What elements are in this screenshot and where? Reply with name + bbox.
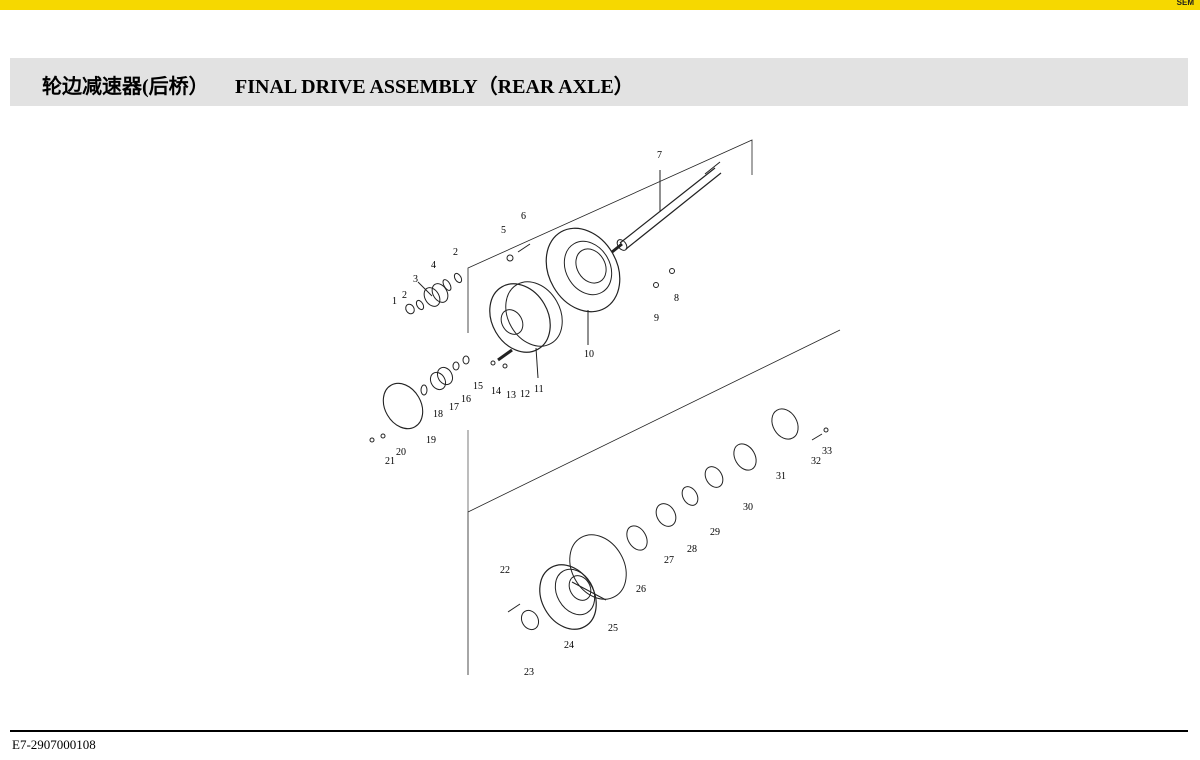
document-code: E7-2907000108 bbox=[12, 737, 96, 752]
callout-14: 14 bbox=[491, 386, 501, 397]
callout-22: 22 bbox=[500, 565, 510, 576]
callout-16: 16 bbox=[461, 394, 471, 405]
callout-20: 20 bbox=[396, 447, 406, 458]
axle-shaft-part-7 bbox=[611, 161, 722, 254]
callout-11: 11 bbox=[534, 384, 544, 395]
callout-31: 31 bbox=[776, 471, 786, 482]
bearing-part-26 bbox=[626, 525, 648, 551]
header-accent-bar bbox=[0, 0, 1200, 10]
washer-part-33 bbox=[823, 427, 829, 433]
callout-4: 4 bbox=[431, 260, 436, 271]
seal-part-23 bbox=[520, 609, 540, 631]
callout-1: 1 bbox=[392, 296, 397, 307]
callout-12: 12 bbox=[520, 389, 530, 400]
bolt-part-32 bbox=[811, 433, 823, 441]
washer-part-16 bbox=[452, 361, 460, 371]
callout-10: 10 bbox=[584, 349, 594, 360]
callout-2-lower: 2 bbox=[402, 290, 407, 301]
planet-carrier-part-10 bbox=[545, 227, 621, 345]
snap-ring-part-1 bbox=[405, 303, 415, 315]
planet-gear-part-3 bbox=[417, 281, 449, 307]
callout-6: 6 bbox=[521, 211, 526, 222]
washer-part-20 bbox=[380, 433, 386, 439]
page-title-chinese: 轮边减速器(后桥） bbox=[42, 76, 209, 98]
callout-19: 19 bbox=[426, 435, 436, 446]
ring-part-15 bbox=[462, 355, 470, 365]
hub-part-11 bbox=[489, 281, 563, 379]
brand-logo: SEM bbox=[1176, 0, 1194, 7]
callout-5: 5 bbox=[501, 225, 506, 236]
seal-ring-part-31 bbox=[771, 408, 799, 440]
sun-gear-part-17 bbox=[429, 366, 454, 391]
end-cover-part-19 bbox=[382, 382, 424, 430]
spacer-part-28 bbox=[681, 486, 699, 506]
o-ring-part-30 bbox=[733, 443, 757, 471]
page-title-english: FINAL DRIVE ASSEMBLY（REAR AXLE） bbox=[235, 76, 634, 98]
lower-panel-outline bbox=[467, 329, 841, 675]
ball-part-14 bbox=[490, 360, 496, 366]
callout-8: 8 bbox=[674, 293, 679, 304]
callout-17: 17 bbox=[449, 402, 459, 413]
callout-18: 18 bbox=[433, 409, 443, 420]
bolt-part-5 bbox=[506, 254, 514, 262]
callout-23: 23 bbox=[524, 667, 534, 678]
thrust-washer-part-18 bbox=[420, 384, 428, 396]
callout-25: 25 bbox=[608, 623, 618, 634]
lock-nut-part-29 bbox=[704, 466, 724, 488]
callout-32: 32 bbox=[811, 456, 821, 467]
callout-27: 27 bbox=[664, 555, 674, 566]
callout-29: 29 bbox=[710, 527, 720, 538]
bolt-part-22 bbox=[507, 603, 521, 613]
callout-26: 26 bbox=[636, 584, 646, 595]
nut-part-8 bbox=[669, 268, 675, 274]
pin-part-13 bbox=[502, 363, 508, 369]
callout-13: 13 bbox=[506, 390, 516, 401]
callout-labels: 1 2 2 3 4 5 6 7 8 9 10 11 12 13 14 15 16… bbox=[385, 150, 832, 678]
footer-divider bbox=[10, 730, 1188, 732]
callout-28: 28 bbox=[687, 544, 697, 555]
bearing-part-27 bbox=[655, 503, 677, 527]
callout-2-upper: 2 bbox=[453, 247, 458, 258]
bolt-part-21 bbox=[369, 437, 375, 443]
callout-30: 30 bbox=[743, 502, 753, 513]
washer-part-2-upper bbox=[453, 272, 463, 284]
callout-3: 3 bbox=[413, 274, 418, 285]
stud-part-6 bbox=[517, 243, 531, 253]
washer-part-2-lower bbox=[415, 299, 425, 311]
title-band: 轮边减速器(后桥） FINAL DRIVE ASSEMBLY（REAR AXLE… bbox=[10, 58, 1188, 106]
callout-9: 9 bbox=[654, 313, 659, 324]
washer-part-9 bbox=[653, 282, 659, 288]
callout-21: 21 bbox=[385, 456, 395, 467]
planet-shaft-part-12 bbox=[497, 348, 513, 362]
callout-15: 15 bbox=[473, 381, 483, 392]
ring-gear-part-24 bbox=[539, 564, 597, 630]
upper-panel-outline bbox=[467, 139, 753, 333]
callout-33: 33 bbox=[822, 446, 832, 457]
wheel-hub-part-25 bbox=[569, 534, 627, 601]
bearing-part-4 bbox=[442, 279, 452, 291]
callout-7: 7 bbox=[657, 150, 662, 161]
callout-24: 24 bbox=[564, 640, 574, 651]
